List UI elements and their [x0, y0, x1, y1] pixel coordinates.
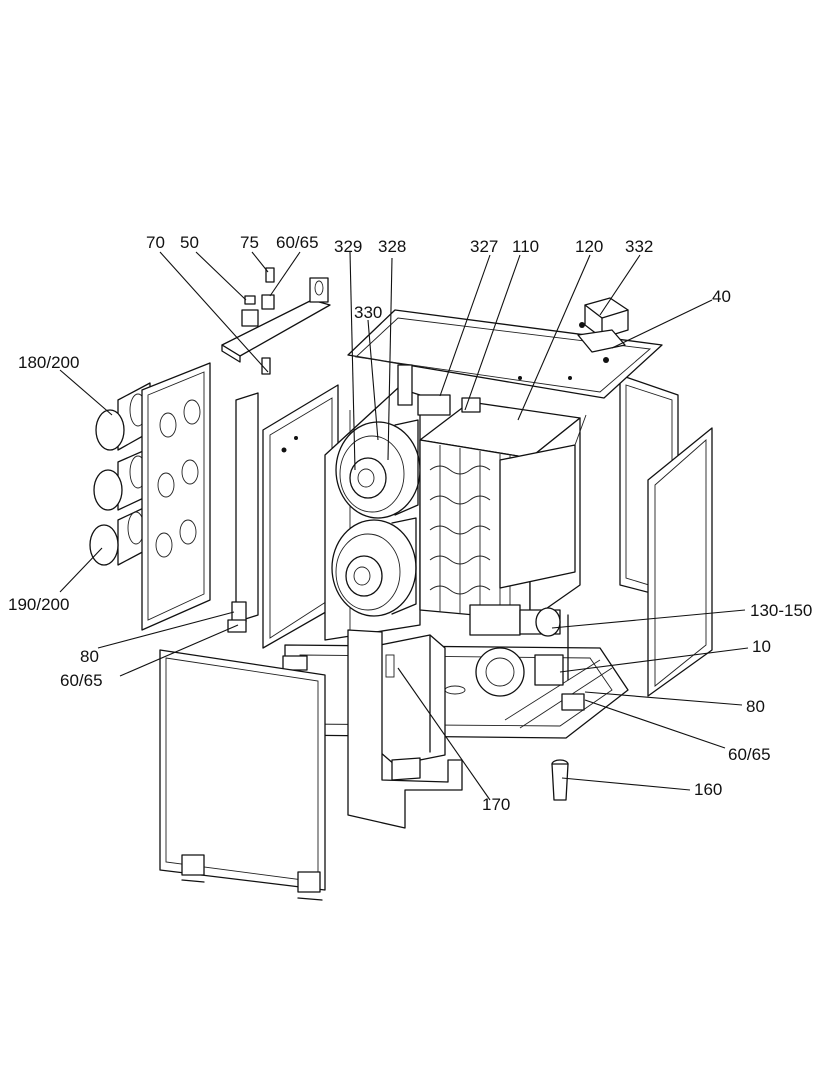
callout-70: 70 [146, 233, 165, 252]
callout-330: 330 [354, 303, 382, 322]
callout-332: 332 [625, 237, 653, 256]
callout-160: 160 [694, 780, 722, 799]
callout-60-65-top: 60/65 [276, 233, 319, 252]
right-side-panel [647, 427, 713, 697]
callout-327: 327 [470, 237, 498, 256]
callout-40: 40 [712, 287, 731, 306]
callout-329: 329 [334, 237, 362, 256]
leader-lines [59, 251, 749, 801]
blower-top [335, 419, 421, 519]
callout-60-65-left: 60/65 [60, 671, 103, 690]
gas-valve-assembly [469, 604, 569, 697]
filter-panel [141, 362, 211, 631]
callout-328: 328 [378, 237, 406, 256]
callout-170: 170 [482, 795, 510, 814]
callout-190-200: 190/200 [8, 595, 69, 614]
callout-180-200: 180/200 [18, 353, 79, 372]
top-panel [347, 309, 663, 399]
part-160-tube [551, 759, 569, 801]
callout-75: 75 [240, 233, 259, 252]
blower-bottom [331, 517, 417, 617]
front-left-panel [262, 384, 339, 649]
callout-80-right: 80 [746, 697, 765, 716]
callout-130-150: 130-150 [750, 601, 812, 620]
callout-10: 10 [752, 637, 771, 656]
top-component-332 [577, 297, 629, 353]
callout-50: 50 [180, 233, 199, 252]
callout-110: 110 [512, 237, 539, 256]
filter-caps [89, 382, 151, 566]
control-box [379, 634, 446, 766]
callout-120: 120 [575, 237, 603, 256]
front-door-panel [159, 649, 326, 901]
callout-80-left: 80 [80, 647, 99, 666]
narrow-divider-panel [227, 392, 259, 633]
base-frame [282, 644, 629, 739]
callout-labels: 70 50 75 60/65 329 328 327 110 120 332 4… [8, 233, 812, 814]
heat-exchanger [417, 394, 587, 621]
callout-60-65-right: 60/65 [728, 745, 771, 764]
top-left-bracket [221, 267, 331, 375]
